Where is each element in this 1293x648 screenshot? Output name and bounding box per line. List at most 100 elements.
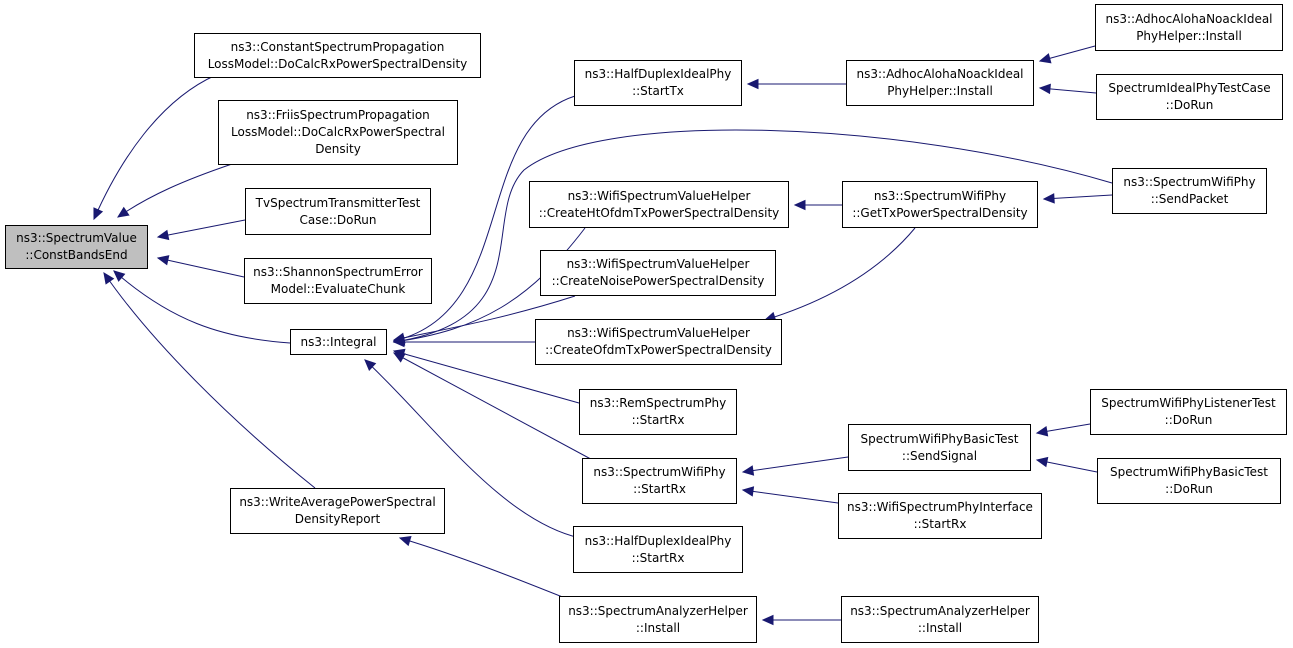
node-line: Model::EvaluateChunk [270, 282, 406, 296]
edge-gettx-to-ofdm [764, 227, 916, 321]
arrowhead-sahinst2-to-sahinst [761, 614, 774, 626]
arrowhead-tvtest-to-root [156, 229, 170, 241]
edge-friis-to-root [117, 163, 233, 218]
node-spectrumvalue-constbandsend: ns3::SpectrumValue ::ConstBandsEnd [5, 225, 148, 269]
arrowhead-aloha-to-hdtx [746, 78, 759, 90]
node-adhocalohanoackidealphyhelper-install-caller[interactable]: ns3::AdhocAlohaNoackIdeal PhyHelper::Ins… [1095, 4, 1283, 51]
node-tvspectrumtransmittertest-dorun[interactable]: TvSpectrumTransmitterTest Case::DoRun [245, 188, 431, 235]
node-line: ::Install [917, 620, 963, 635]
arrowhead-wspi-to-swprx [741, 486, 755, 497]
edge-hdtx-to-integral [393, 95, 576, 342]
node-line: Density [315, 142, 361, 156]
arrowhead-cspl-to-root [93, 207, 104, 221]
arrowhead-listener-to-sendsig [1035, 426, 1049, 437]
node-line: ::DoRun [1165, 482, 1213, 496]
edge-noise-to-integral [393, 295, 576, 341]
node-halfduplexidealphy-startrx[interactable]: ns3::HalfDuplexIdealPhy ::StartRx [573, 526, 743, 573]
node-line: DensityReport [294, 512, 381, 526]
node-line: ::StartRx [633, 482, 686, 496]
node-line: SpectrumWifiPhyListenerTest [1101, 396, 1276, 410]
node-createhtofdmtxpowerspectraldensity[interactable]: ns3::WifiSpectrumValueHelper ::CreateHtO… [529, 181, 789, 228]
node-integral[interactable]: ns3::Integral [290, 329, 387, 355]
node-spectrumanalyzerhelper-install[interactable]: ns3::SpectrumAnalyzerHelper ::Install [559, 596, 757, 643]
node-wifispectrumphyinterface-startrx[interactable]: ns3::WifiSpectrumPhyInterface ::StartRx [838, 493, 1042, 539]
node-line: ns3::HalfDuplexIdealPhy [584, 67, 732, 81]
node-line: ns3::WifiSpectrumPhyInterface [847, 500, 1033, 514]
node-createnoisepowerspectraldensity[interactable]: ns3::WifiSpectrumValueHelper ::CreateNoi… [540, 250, 776, 296]
edge-sendpkt-to-gettx [1043, 194, 1113, 200]
arrowhead-idealtest-to-aloha [1038, 83, 1051, 95]
arrowhead-integral-to-root [113, 270, 126, 282]
node-spectrumwifiphybasictest-sendsignal[interactable]: SpectrumWifiPhyBasicTest ::SendSignal [848, 424, 1031, 471]
arrowhead-sahinst-to-wapsd [398, 535, 412, 547]
node-line: ns3::SpectrumWifiPhy [873, 188, 1007, 203]
node-createofdmtxpowerspectraldensity[interactable]: ns3::WifiSpectrumValueHelper ::CreateOfd… [535, 319, 782, 365]
node-line: PhyHelper::Install [1136, 28, 1242, 43]
edge-cspl-to-root [93, 74, 217, 220]
node-line: ::StartRx [913, 517, 967, 531]
edge-wspi-to-swprx [742, 489, 839, 504]
node-line: ::GetTxPowerSpectralDensity [852, 205, 1028, 220]
node-line: ns3::SpectrumWifiPhy [593, 465, 726, 479]
node-line: Case::DoRun [299, 212, 377, 227]
arrowhead-friis-to-root [116, 206, 130, 218]
edge-sendpkt-to-integral [393, 129, 1113, 343]
arrowhead-wapsd-to-root [103, 271, 115, 285]
node-line: ::SendSignal [901, 448, 978, 463]
node-line: ns3::Integral [300, 334, 377, 349]
node-spectrumwifiphy-startrx[interactable]: ns3::SpectrumWifiPhy ::StartRx [582, 458, 737, 504]
node-halfduplexidealphy-starttx[interactable]: ns3::HalfDuplexIdealPhy ::StartTx [574, 60, 742, 106]
node-line: ns3::WifiSpectrumValueHelper [567, 326, 750, 340]
edge-swprx-to-integral [393, 352, 601, 465]
node-line: ::DoRun [1164, 413, 1213, 427]
node-line: ns3::AdhocAlohaNoackIdeal [856, 67, 1024, 81]
node-line: TvSpectrumTransmitterTest [255, 195, 421, 210]
node-line: ::StartRx [631, 550, 685, 565]
node-line: ns3::ShannonSpectrumError [253, 265, 423, 279]
node-spectrumwifiphylistenertest-dorun[interactable]: SpectrumWifiPhyListenerTest ::DoRun [1090, 389, 1287, 435]
node-line: SpectrumWifiPhyBasicTest [860, 431, 1019, 446]
node-spectrumwifiphy-sendpacket[interactable]: ns3::SpectrumWifiPhy ::SendPacket [1112, 168, 1267, 214]
arrowhead-swprx-to-integral [392, 352, 406, 363]
edge-sendsig-to-swprx [742, 456, 849, 473]
node-adhocalohanoackidealphyhelper-install[interactable]: ns3::AdhocAlohaNoackIdeal PhyHelper::Ins… [846, 60, 1034, 106]
node-line: ::CreateNoisePowerSpectralDensity [551, 274, 765, 288]
arrowhead-shannon-to-root [156, 255, 170, 266]
node-line: ::CreateOfdmTxPowerSpectralDensity [545, 343, 772, 357]
node-friisspectrumpropagation-docalcrx[interactable]: ns3::FriisSpectrumPropagation LossModel:… [218, 100, 458, 165]
edge-sahinst-to-wapsd [399, 537, 576, 603]
node-line: ns3::SpectrumAnalyzerHelper [568, 603, 748, 618]
edge-shannon-to-root [157, 257, 245, 278]
node-line: LossModel::DoCalcRxPowerSpectral [231, 125, 445, 139]
node-remspectrumphy-startrx[interactable]: ns3::RemSpectrumPhy ::StartRx [579, 389, 737, 435]
arrowhead-sendsig-to-swprx [741, 465, 755, 476]
node-spectrumwifiphybasictest-dorun[interactable]: SpectrumWifiPhyBasicTest ::DoRun [1097, 458, 1281, 504]
arrowhead-sendpkt-to-gettx [1042, 193, 1055, 204]
node-spectrumwifiphy-gettxpowerspectraldensity[interactable]: ns3::SpectrumWifiPhy ::GetTxPowerSpectra… [842, 181, 1038, 228]
node-shannonspectrumerror-evaluatechunk[interactable]: ns3::ShannonSpectrumError Model::Evaluat… [244, 258, 432, 304]
arrowhead-aloha2-to-aloha [1038, 53, 1052, 64]
node-writeaveragepowerspectraldensityreport[interactable]: ns3::WriteAveragePowerSpectral DensityRe… [230, 488, 445, 534]
node-line: LossModel::DoCalcRxPowerSpectralDensity [207, 56, 468, 71]
arrowhead-ofdm-to-integral [392, 336, 405, 348]
arrowhead-hdrx-to-integral [364, 359, 377, 372]
node-line: ns3::ConstantSpectrumPropagation [230, 39, 445, 54]
node-line: ns3::AdhocAlohaNoackIdeal [1105, 11, 1273, 26]
edge-remrx-to-integral [393, 350, 580, 404]
node-spectrumanalyzerhelper-install-caller[interactable]: ns3::SpectrumAnalyzerHelper ::Install [841, 596, 1039, 643]
node-spectrumidealphytestcase-dorun[interactable]: SpectrumIdealPhyTestCase ::DoRun [1096, 74, 1283, 120]
node-line: SpectrumWifiPhyBasicTest [1110, 465, 1268, 479]
node-line: ns3::HalfDuplexIdealPhy [584, 533, 732, 548]
edge-integral-to-root [113, 270, 291, 344]
node-line: ns3::SpectrumWifiPhy [1123, 175, 1256, 189]
node-line: ::SendPacket [1150, 192, 1229, 206]
node-line: ::Install [635, 620, 681, 635]
node-line: PhyHelper::Install [887, 84, 993, 98]
node-constantspectrumpropagation-docalcrx[interactable]: ns3::ConstantSpectrumPropagation LossMod… [194, 33, 481, 78]
node-line: ::ConstBandsEnd [25, 248, 128, 262]
node-line: ns3::WriteAveragePowerSpectral [239, 495, 436, 509]
node-line: SpectrumIdealPhyTestCase [1108, 81, 1271, 95]
node-line: ns3::FriisSpectrumPropagation [246, 108, 430, 122]
